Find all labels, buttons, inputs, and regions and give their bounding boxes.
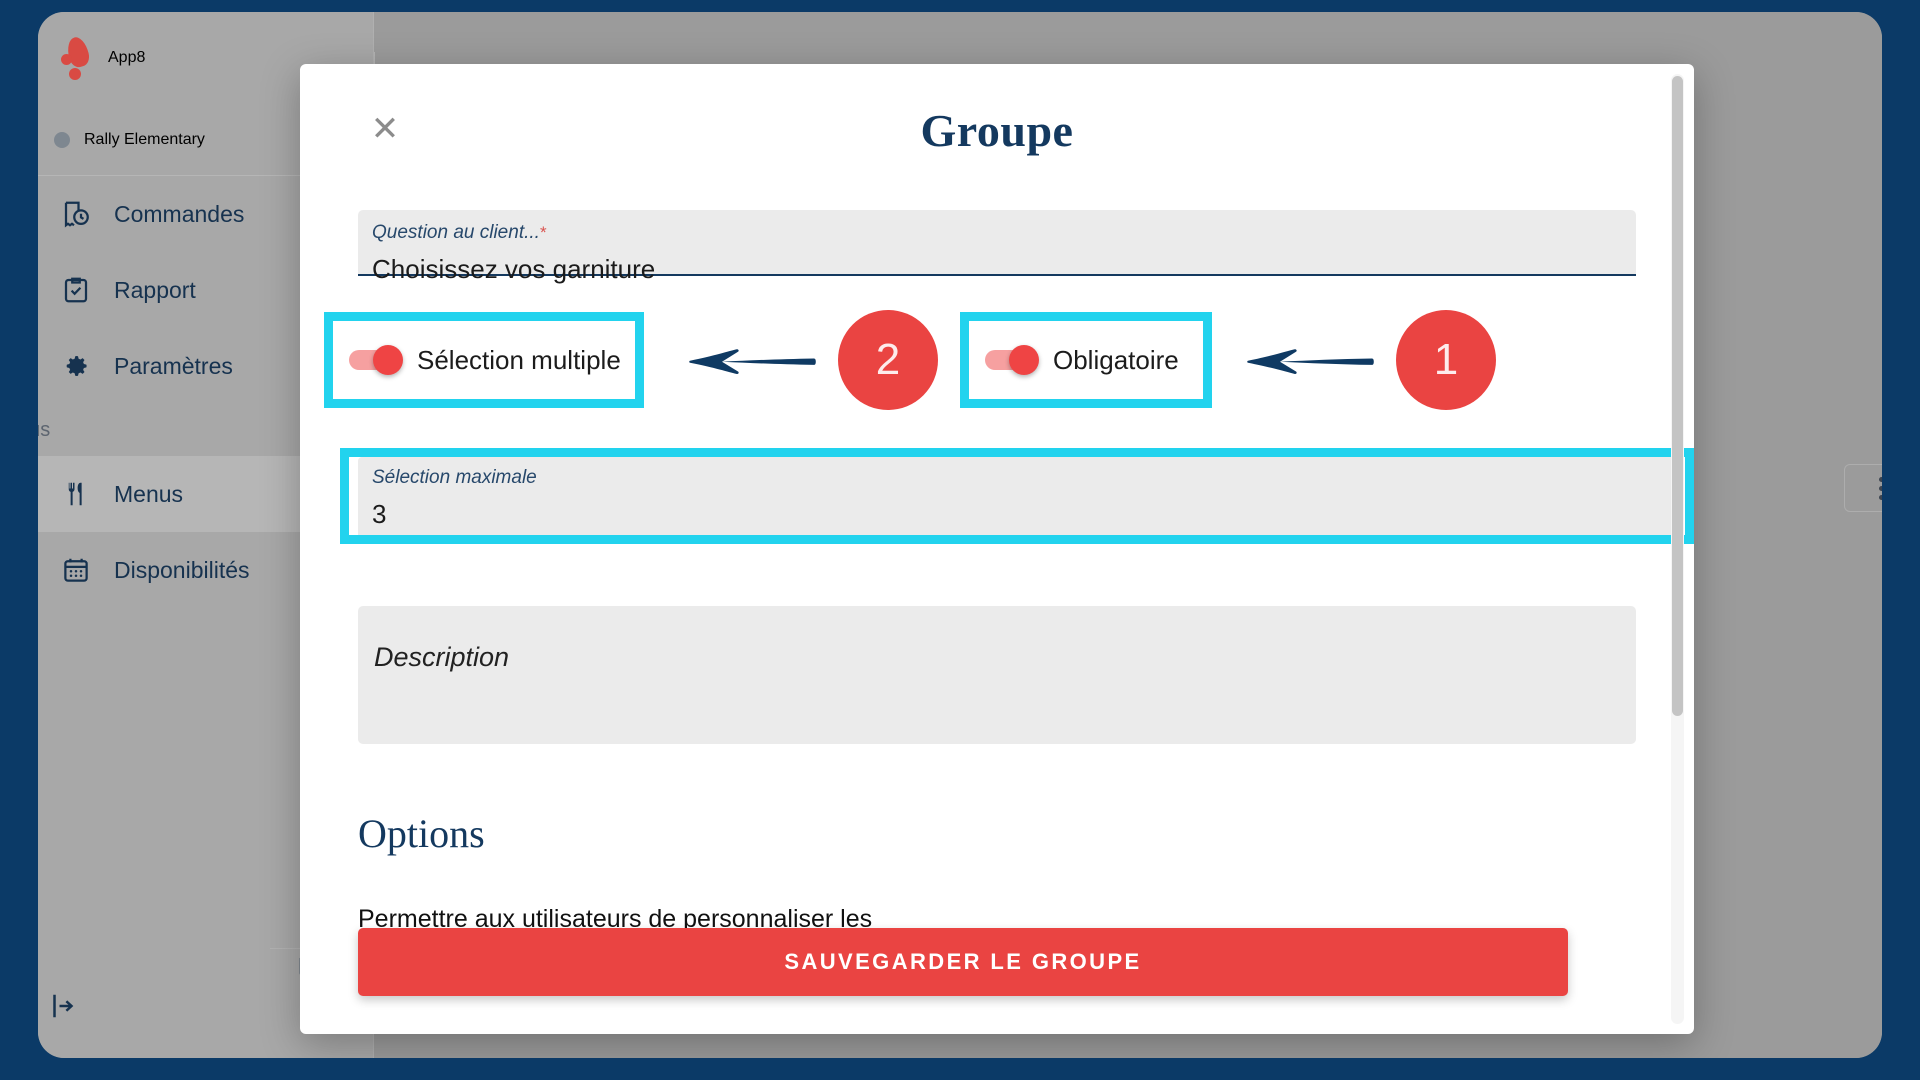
options-heading: Options [358, 811, 485, 856]
question-value: Choisissez vos garniture [372, 253, 656, 284]
sidebar-item-disponibilites[interactable]: Disponibilités [38, 532, 373, 608]
logout-button[interactable] [38, 990, 373, 1022]
modal-scroll-area: ✕ Groupe Question au client...* Choisiss… [300, 64, 1694, 1034]
sidebar-item-label: Paramètres [114, 352, 233, 379]
save-bar: SAUVEGARDER LE GROUPE [358, 928, 1568, 996]
cutlery-icon [60, 478, 92, 510]
question-label: Question au client...* [372, 222, 547, 243]
more-vertical-icon[interactable] [1844, 464, 1882, 512]
group-modal: ✕ Groupe Question au client...* Choisiss… [300, 64, 1694, 1034]
sidebar-item-commandes[interactable]: Commandes [38, 176, 373, 252]
sidebar-item-rapport[interactable]: Rapport [38, 252, 373, 328]
brand-name: App8 [108, 49, 146, 66]
calendar-icon [60, 554, 92, 586]
organization-name: Rally Elementary [84, 130, 205, 148]
report-clipboard-icon [60, 274, 92, 306]
close-icon[interactable]: ✕ [370, 110, 400, 148]
highlight-box-selection-multiple: Sélection multiple [324, 312, 644, 408]
max-selection-label: Sélection maximale [372, 467, 537, 488]
highlight-box-max-selection [340, 448, 1694, 544]
max-selection-row: Sélection maximale 3 [340, 448, 1694, 544]
question-input[interactable]: Question au client...* Choisissez vos ga… [358, 210, 1636, 284]
app-viewport: App8 Rally Elementary Commandes [38, 12, 1882, 1058]
required-marker: * [539, 223, 547, 242]
gear-icon [60, 350, 92, 382]
callout-badge-1: 1 [1396, 310, 1496, 410]
max-selection-input[interactable]: Sélection maximale 3 [358, 457, 1676, 535]
toggle-label: Sélection multiple [417, 344, 621, 375]
brand-logo: App8 [38, 12, 373, 104]
page-title: Groupe [920, 104, 1074, 156]
highlight-box-obligatoire: Obligatoire [960, 312, 1212, 408]
callout-badge-2: 2 [838, 310, 938, 410]
toggle-switch-on-icon[interactable] [349, 345, 403, 375]
max-selection-value: 3 [372, 498, 387, 529]
app8-rocket-icon [60, 35, 94, 80]
toggle-switch-on-icon[interactable] [985, 345, 1039, 375]
modal-scrollbar[interactable] [1671, 74, 1684, 1024]
modal-scrollbar-thumb[interactable] [1672, 76, 1683, 716]
sidebar-item-label: Commandes [114, 200, 245, 227]
modal-header: ✕ Groupe [358, 64, 1636, 196]
description-textarea[interactable]: Description [358, 606, 1636, 744]
sidebar-item-label: Rapport [114, 276, 196, 303]
sidebar-section-label: nus [38, 418, 51, 441]
toggle-selection-multiple[interactable]: Sélection multiple [333, 345, 621, 376]
sidebar-item-parametres[interactable]: Paramètres [38, 328, 373, 404]
logout-arrow-icon [46, 990, 78, 1022]
orders-clock-icon [60, 198, 92, 230]
toggles-row: Sélection multiple 2 [324, 300, 1636, 442]
sidebar-item-label: Menus [114, 480, 184, 507]
toggle-label: Obligatoire [1053, 344, 1179, 375]
toggle-obligatoire[interactable]: Obligatoire [969, 345, 1179, 376]
annotation-arrow-left-icon [688, 346, 816, 376]
annotation-arrow-left-icon [1246, 346, 1374, 376]
chevron-down-icon [54, 131, 70, 148]
save-group-button[interactable]: SAUVEGARDER LE GROUPE [358, 928, 1568, 996]
description-placeholder: Description [374, 642, 510, 672]
sidebar-item-label: Disponibilités [114, 556, 250, 583]
organization-selector[interactable]: Rally Elementary [38, 104, 373, 176]
